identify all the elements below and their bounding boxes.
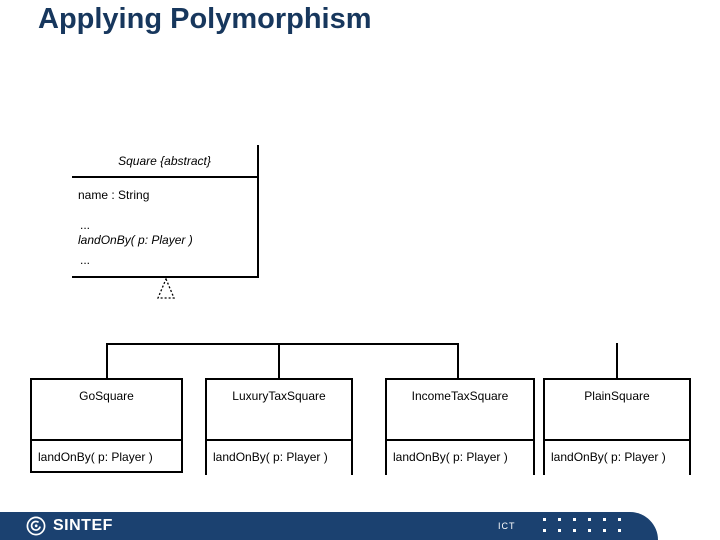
- generalization-triangle-icon: [157, 278, 175, 299]
- uml-abstract-method: landOnBy( p: Player ): [78, 233, 193, 247]
- uml-class-luxurytaxsquare: LuxuryTaxSquare landOnBy( p: Player ): [205, 378, 353, 475]
- dot: [603, 529, 606, 532]
- dot: [618, 529, 621, 532]
- dot: [603, 518, 606, 521]
- uml-ellipsis: ...: [80, 253, 91, 267]
- uml-method: landOnBy( p: Player ): [551, 450, 666, 464]
- uml-method: landOnBy( p: Player ): [213, 450, 328, 464]
- uml-class-name: Square {abstract}: [72, 145, 257, 178]
- dot: [588, 529, 591, 532]
- uml-class-name: IncomeTaxSquare: [387, 380, 533, 441]
- uml-attribute: name : String: [78, 188, 150, 202]
- connector-horizontal: [106, 343, 459, 345]
- uml-class-gosquare: GoSquare landOnBy( p: Player ): [30, 378, 183, 473]
- uml-ellipsis: ...: [80, 218, 91, 232]
- dot: [573, 529, 576, 532]
- connector-gosquare: [106, 343, 108, 379]
- department-label: ICT: [498, 521, 516, 531]
- connector-plainsquare: [616, 343, 618, 379]
- sintef-logo-icon: [26, 516, 46, 536]
- connector-luxurytaxsquare: [278, 343, 280, 379]
- dot: [543, 529, 546, 532]
- dots-pattern: [543, 518, 621, 532]
- dot: [588, 518, 591, 521]
- dot: [573, 518, 576, 521]
- uml-class-square-abstract: Square {abstract} name : String ... land…: [72, 145, 259, 278]
- brand-name: SINTEF: [53, 517, 113, 534]
- uml-class-incometaxsquare: IncomeTaxSquare landOnBy( p: Player ): [385, 378, 535, 475]
- uml-class-name: LuxuryTaxSquare: [207, 380, 351, 441]
- uml-class-name: GoSquare: [32, 380, 181, 441]
- dot: [558, 518, 561, 521]
- footer-bar: SINTEF ICT: [0, 512, 658, 540]
- dot: [618, 518, 621, 521]
- uml-method: landOnBy( p: Player ): [38, 450, 153, 464]
- connector-incometaxsquare: [457, 343, 459, 379]
- uml-class-name: PlainSquare: [545, 380, 689, 441]
- dot: [543, 518, 546, 521]
- dot: [558, 529, 561, 532]
- slide-title: Applying Polymorphism: [38, 3, 372, 35]
- uml-method: landOnBy( p: Player ): [393, 450, 508, 464]
- uml-class-plainsquare: PlainSquare landOnBy( p: Player ): [543, 378, 691, 475]
